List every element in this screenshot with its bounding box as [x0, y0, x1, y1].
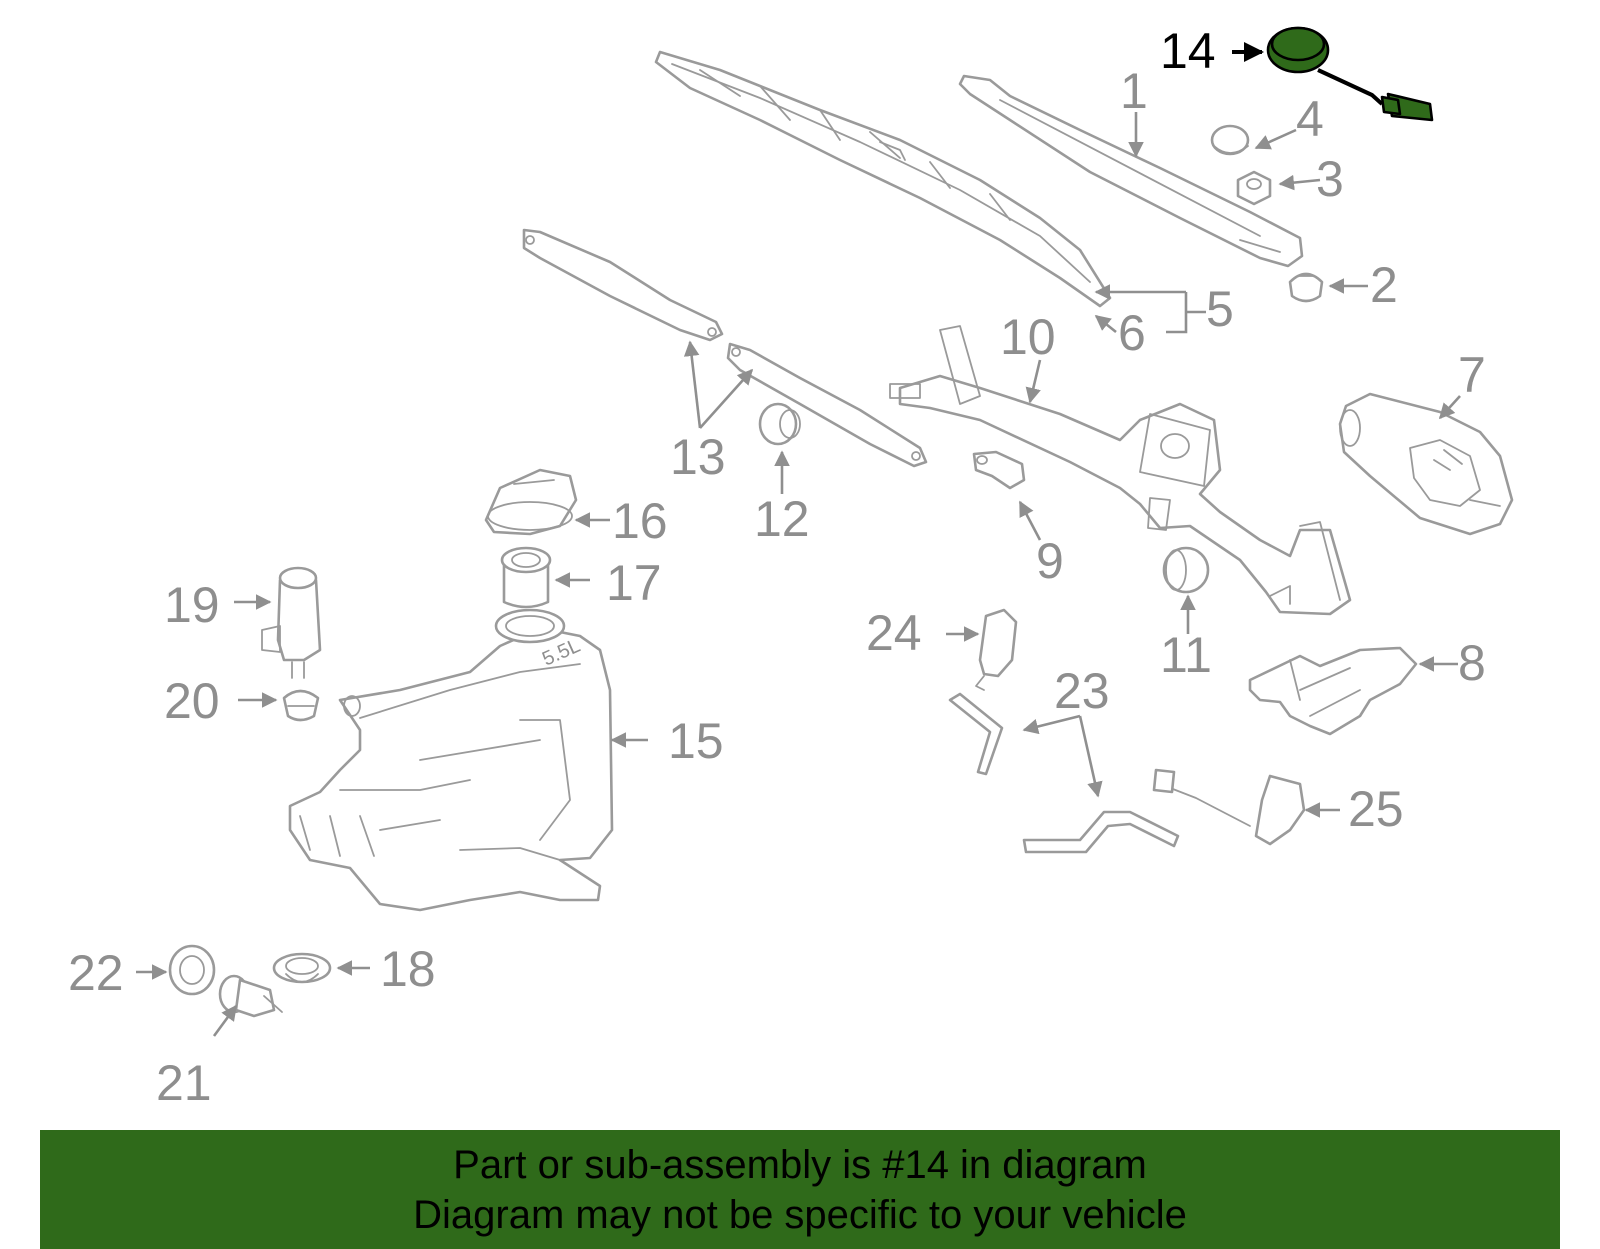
footer-line-1: Part or sub-assembly is #14 in diagram — [453, 1142, 1147, 1187]
part-3-nut[interactable] — [1236, 170, 1272, 206]
callout-12[interactable]: 12 — [754, 491, 810, 547]
part-21-elbow-fitting[interactable] — [218, 974, 283, 1018]
callout-11[interactable]: 11 — [1160, 627, 1212, 683]
part-23-hose-lower[interactable] — [1022, 810, 1180, 854]
callout-22[interactable]: 22 — [68, 945, 124, 1001]
part-14-sensor[interactable] — [1266, 26, 1434, 122]
callout-9[interactable]: 9 — [1036, 533, 1064, 589]
callout-14[interactable]: 14 — [1160, 23, 1216, 79]
part-24-nozzle[interactable] — [975, 608, 1018, 691]
leader-lines — [136, 42, 1461, 1037]
part-23-hose-upper[interactable] — [948, 692, 1004, 776]
footer-line-2: Diagram may not be specific to your vehi… — [413, 1192, 1187, 1237]
callout-labels: 14 1 4 3 2 5 6 7 10 9 11 8 13 12 24 23 2… — [68, 23, 1486, 1111]
callout-17[interactable]: 17 — [606, 555, 662, 611]
callout-25[interactable]: 25 — [1348, 781, 1404, 837]
part-8-bracket[interactable] — [1248, 646, 1418, 736]
callout-20[interactable]: 20 — [164, 673, 220, 729]
part-7-wiper-motor[interactable] — [1338, 392, 1514, 536]
part-15-washer-reservoir[interactable]: 5.5L — [288, 608, 614, 912]
callout-3[interactable]: 3 — [1316, 151, 1344, 207]
callout-19[interactable]: 19 — [164, 577, 220, 633]
part-4-cap[interactable] — [1210, 124, 1250, 156]
part-16-washer-cap[interactable] — [484, 468, 578, 536]
callout-24[interactable]: 24 — [866, 605, 922, 661]
callout-13[interactable]: 13 — [670, 429, 726, 485]
callout-15[interactable]: 15 — [668, 713, 724, 769]
callout-1[interactable]: 1 — [1120, 63, 1148, 119]
part-17-filler-neck[interactable] — [500, 546, 552, 609]
part-5-wiper-blade[interactable] — [654, 50, 1112, 308]
part-19-washer-pump[interactable] — [261, 566, 322, 679]
callout-23[interactable]: 23 — [1054, 663, 1110, 719]
part-10-linkage-frame[interactable] — [889, 325, 1352, 616]
part-18-grommet[interactable] — [272, 952, 332, 984]
callout-4[interactable]: 4 — [1296, 91, 1324, 147]
part-25-nozzle-harness[interactable] — [1152, 768, 1306, 846]
part-13-linkage-rod-upper[interactable] — [522, 228, 724, 342]
callout-21[interactable]: 21 — [156, 1055, 212, 1111]
callout-16[interactable]: 16 — [612, 493, 668, 549]
callout-8[interactable]: 8 — [1458, 635, 1486, 691]
part-22-seal-ring[interactable] — [168, 944, 216, 996]
callout-7[interactable]: 7 — [1458, 347, 1486, 403]
footer-banner: Part or sub-assembly is #14 in diagram D… — [40, 1130, 1560, 1249]
callout-2[interactable]: 2 — [1370, 257, 1398, 313]
part-13-linkage-rod-lower[interactable] — [726, 342, 928, 468]
callout-5[interactable]: 5 — [1206, 281, 1234, 337]
part-9-clip[interactable] — [972, 450, 1026, 490]
part-1-wiper-arm[interactable] — [958, 74, 1304, 268]
part-12-grommet[interactable] — [758, 402, 801, 446]
callout-10[interactable]: 10 — [1000, 309, 1056, 365]
callout-18[interactable]: 18 — [380, 941, 436, 997]
part-2-cap[interactable] — [1288, 272, 1324, 303]
callout-6[interactable]: 6 — [1118, 305, 1146, 361]
part-20-grommet[interactable] — [282, 689, 320, 722]
part-11-grommet[interactable] — [1162, 546, 1210, 594]
